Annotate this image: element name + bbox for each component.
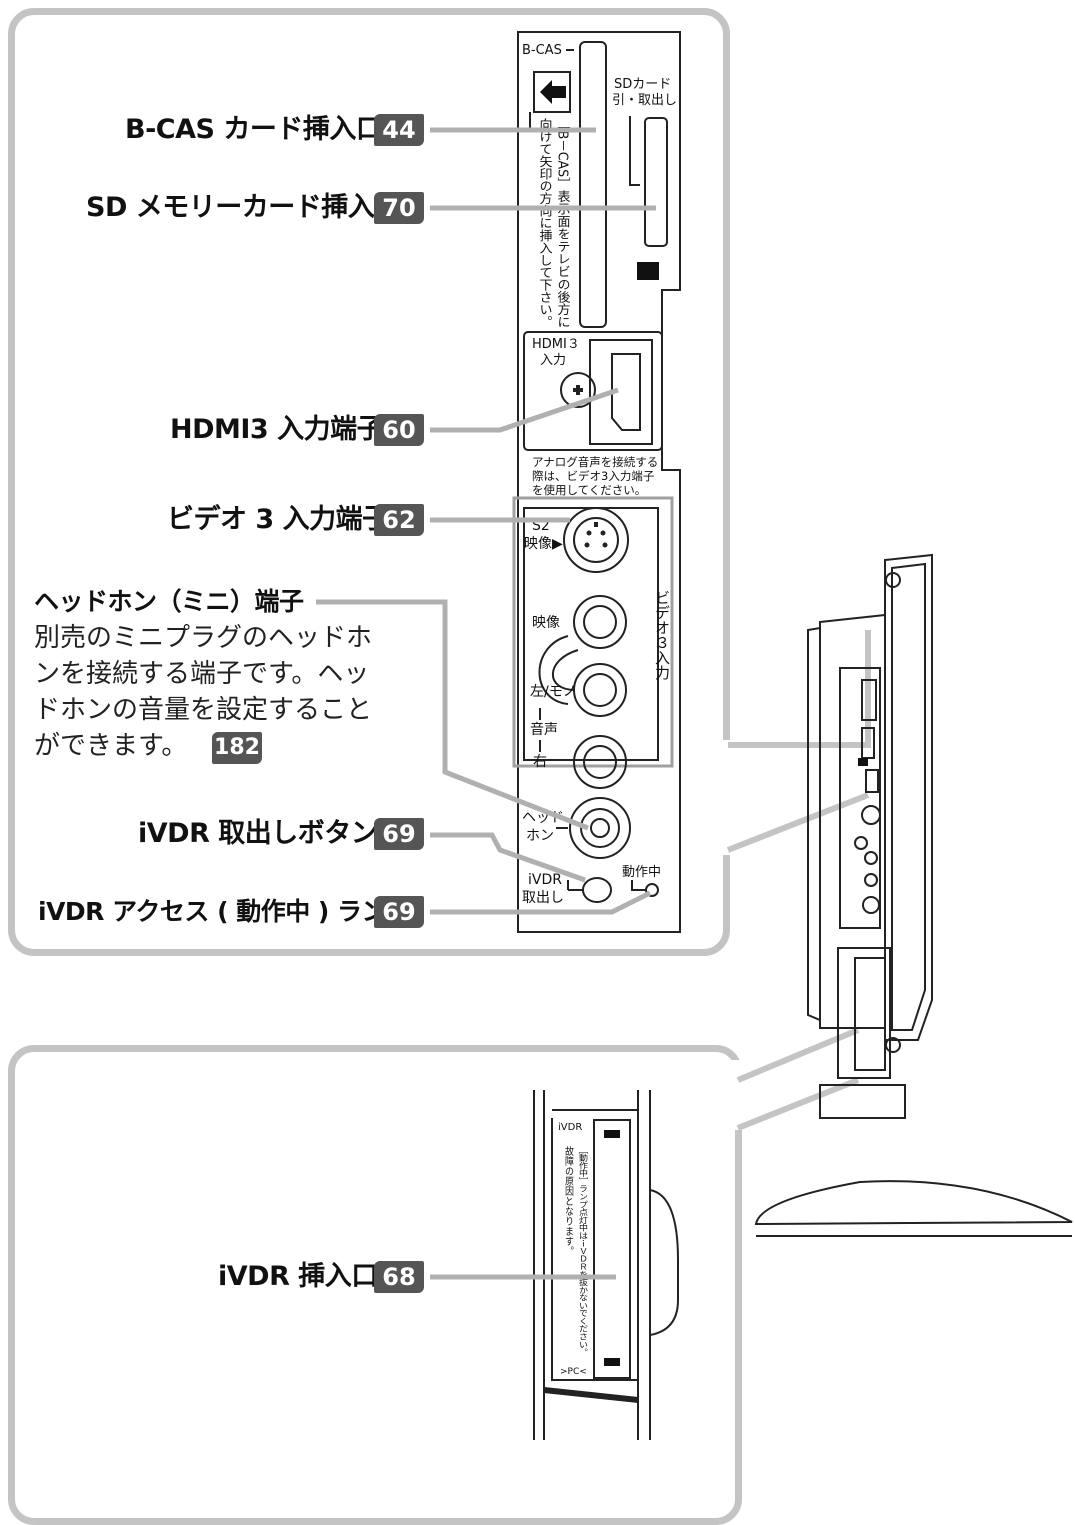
tv-side-view: [754, 553, 1073, 1237]
svg-text:iVDR: iVDR: [558, 1122, 582, 1133]
svg-text:アナログ音声を接続する: アナログ音声を接続する: [532, 455, 658, 469]
leader-lines: [316, 127, 656, 1280]
bcas-label: B-CAS カード挿入口: [125, 114, 383, 145]
svg-text:を使用してください。: を使用してください。: [532, 483, 646, 497]
headphone-desc-1: 別売のミニプラグのヘッドホ: [34, 623, 373, 653]
sd-eject-text-2: 引・取出し: [612, 93, 677, 108]
hdmi-tag-1: HDMI３: [532, 337, 580, 352]
svg-text:>PC<: >PC<: [560, 1367, 587, 1377]
svg-text:動作中: 動作中: [622, 865, 661, 880]
ivdr-lamp-page-ref: 69: [374, 896, 424, 928]
svg-text:ホン: ホン: [526, 828, 554, 844]
ivdr-slot-page-ref: 68: [374, 1261, 424, 1293]
svg-text:［動作中］ランプ点灯中はｉＶＤＲを抜かないでください。: ［動作中］ランプ点灯中はｉＶＤＲを抜かないでください。: [577, 1146, 588, 1356]
bcas-page-ref: 44: [374, 114, 424, 146]
headphone-label: ヘッドホン（ミニ）端子: [34, 587, 304, 616]
sd-label: SD メモリーカード挿入口: [86, 192, 401, 223]
video3-page-ref: 62: [374, 504, 424, 536]
svg-text:iVDR: iVDR: [528, 872, 562, 888]
ivdr-eject-label: iVDR 取出しボタン: [138, 818, 378, 849]
ivdr-zoom: iVDR ［動作中］ランプ点灯中はｉＶＤＲを抜かないでください。 故障の原因とな…: [533, 1090, 679, 1440]
headphone-desc-2: ンを接続する端子です。ヘッ: [34, 659, 370, 689]
magnifier-lines: [726, 630, 871, 1131]
hdmi-tag-2: 入力: [540, 353, 566, 368]
ivdr-lamp-label: iVDR アクセス ( 動作中 ) ランプ: [38, 897, 410, 926]
headphone-desc-4: ができます。: [34, 731, 188, 761]
top-callout-frame: [8, 8, 730, 956]
ivdr-eject-page-ref: 69: [374, 818, 424, 850]
svg-text:右: 右: [533, 754, 547, 770]
sd-eject-text-1: SDカード: [614, 77, 671, 92]
terminal-panel: B-CAS SDカード 引・取出し HDMI３ 入力 アナログ音声を接続する 際…: [512, 31, 681, 933]
video3-input-vertical: ビデオ３入力: [653, 590, 671, 681]
ivdr-slot-label: iVDR 挿入口: [218, 1261, 378, 1292]
panel-diagram: B-CAS SDカード 引・取出し HDMI３ 入力 アナログ音声を接続する 際…: [316, 31, 1073, 1440]
headphone-desc-3: ドホンの音量を設定すること: [34, 695, 373, 725]
svg-text:際は、ビデオ3入力端子: 際は、ビデオ3入力端子: [532, 469, 654, 483]
svg-text:向けて矢印の方向に挿入して下さい。: 向けて矢印の方向に挿入して下さい。: [537, 117, 553, 328]
svg-text:映像▶: 映像▶: [524, 536, 563, 552]
svg-text:故障の原因となります。: 故障の原因となります。: [563, 1145, 574, 1256]
headphone-page-ref: 182: [212, 732, 262, 764]
svg-text:取出し: 取出し: [522, 890, 564, 906]
svg-text:映像: 映像: [532, 615, 560, 631]
sd-page-ref: 70: [374, 192, 424, 224]
hdmi3-label: HDMI3 入力端子: [170, 414, 384, 445]
video3-label: ビデオ 3 入力端子: [167, 504, 389, 535]
hdmi3-page-ref: 60: [374, 414, 424, 446]
svg-text:音声: 音声: [530, 721, 558, 738]
svg-text:左/モノ: 左/モノ: [530, 684, 577, 700]
svg-text:［B－CAS］表示面をテレビの後方に: ［B－CAS］表示面をテレビの後方に: [555, 118, 571, 328]
bcas-tag: B-CAS: [522, 43, 562, 58]
